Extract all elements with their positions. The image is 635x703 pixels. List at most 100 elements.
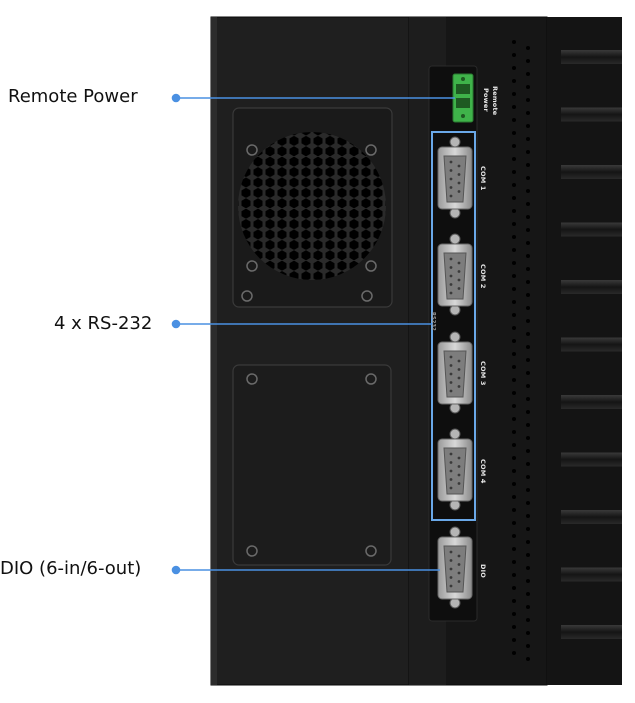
vent-hole bbox=[526, 605, 530, 609]
vent-hole bbox=[512, 144, 516, 148]
vent-hole bbox=[526, 176, 530, 180]
vent-hole bbox=[512, 157, 516, 161]
vent-hole bbox=[526, 501, 530, 505]
vent-hole bbox=[526, 254, 530, 258]
panel-label-rs232: RS232 bbox=[430, 312, 436, 331]
vent-hole bbox=[512, 612, 516, 616]
vent-hole bbox=[526, 514, 530, 518]
vent-hole bbox=[526, 59, 530, 63]
vent-hole bbox=[526, 449, 530, 453]
vent-hole bbox=[526, 540, 530, 544]
heatsink-fins bbox=[512, 40, 622, 661]
vent-hole bbox=[512, 53, 516, 57]
heatsink-fin bbox=[561, 107, 622, 122]
vent-hole bbox=[526, 293, 530, 297]
vent-hole bbox=[526, 332, 530, 336]
vent-hole bbox=[512, 40, 516, 44]
vent-hole bbox=[526, 72, 530, 76]
vent-hole bbox=[512, 261, 516, 265]
vent-hole bbox=[512, 391, 516, 395]
panel-label-com4: COM 4 bbox=[479, 459, 487, 484]
heatsink-fin bbox=[561, 395, 622, 409]
vent-hole bbox=[512, 560, 516, 564]
vent-hole bbox=[512, 339, 516, 343]
vent-hole bbox=[526, 475, 530, 479]
vent-hole bbox=[512, 105, 516, 109]
com-port-db9 bbox=[437, 136, 473, 219]
vent-hole bbox=[512, 118, 516, 122]
vent-hole bbox=[526, 319, 530, 323]
vent-hole bbox=[512, 313, 516, 317]
vent-hole bbox=[512, 430, 516, 434]
vent-hole bbox=[512, 482, 516, 486]
vent-hole bbox=[512, 378, 516, 382]
vent-hole bbox=[512, 599, 516, 603]
dio-port-db9 bbox=[437, 526, 473, 609]
vent-hole bbox=[512, 443, 516, 447]
vent-hole bbox=[526, 202, 530, 206]
panel-label-power: Power bbox=[482, 88, 490, 112]
vent-hole bbox=[526, 618, 530, 622]
vent-hole bbox=[526, 85, 530, 89]
vent-hole bbox=[512, 222, 516, 226]
vent-hole bbox=[526, 345, 530, 349]
heatsink-fin bbox=[561, 280, 622, 294]
vent-hole bbox=[526, 462, 530, 466]
vent-hole bbox=[526, 280, 530, 284]
vent-hole bbox=[512, 625, 516, 629]
vent-hole bbox=[512, 417, 516, 421]
callout-rs232: 4 x RS-232 bbox=[54, 313, 153, 334]
vent-hole bbox=[512, 508, 516, 512]
vent-hole bbox=[512, 404, 516, 408]
com-port-db9 bbox=[437, 331, 473, 414]
vent-hole bbox=[526, 267, 530, 271]
vent-hole bbox=[512, 92, 516, 96]
com-port-db9 bbox=[437, 428, 473, 511]
vent-hole bbox=[512, 456, 516, 460]
fan-screws bbox=[241, 144, 377, 302]
vent-hole bbox=[512, 495, 516, 499]
vent-hole bbox=[512, 326, 516, 330]
heatsink-fin bbox=[561, 625, 622, 639]
vent-hole bbox=[512, 521, 516, 525]
vent-hole bbox=[512, 235, 516, 239]
heatsink-fin bbox=[561, 222, 622, 237]
heatsink-fin bbox=[561, 452, 622, 467]
vent-hole bbox=[512, 183, 516, 187]
heatsink-fin bbox=[561, 165, 622, 179]
vent-hole bbox=[512, 287, 516, 291]
vent-hole bbox=[526, 163, 530, 167]
vent-hole bbox=[512, 66, 516, 70]
vent-hole bbox=[512, 170, 516, 174]
vent-hole bbox=[526, 150, 530, 154]
vent-hole bbox=[512, 79, 516, 83]
vent-hole bbox=[512, 638, 516, 642]
vent-hole bbox=[526, 592, 530, 596]
vent-hole bbox=[526, 423, 530, 427]
vent-hole bbox=[526, 137, 530, 141]
panel-label-com3: COM 3 bbox=[479, 361, 487, 386]
vent-hole bbox=[526, 436, 530, 440]
vent-hole bbox=[526, 579, 530, 583]
vent-hole bbox=[526, 98, 530, 102]
vent-hole bbox=[512, 651, 516, 655]
vent-hole bbox=[512, 469, 516, 473]
vent-hole bbox=[526, 644, 530, 648]
vent-hole bbox=[526, 488, 530, 492]
vent-hole bbox=[512, 586, 516, 590]
callout-dio: DIO (6-in/6-out) bbox=[0, 558, 142, 579]
callout-remote-power: Remote Power bbox=[8, 86, 138, 107]
fan-grille bbox=[238, 132, 386, 280]
db9-connectors bbox=[437, 136, 473, 609]
chassis-left-edge bbox=[211, 17, 217, 685]
vent-hole bbox=[526, 189, 530, 193]
vent-hole bbox=[526, 306, 530, 310]
vent-hole bbox=[512, 534, 516, 538]
vent-hole bbox=[512, 352, 516, 356]
vent-hole bbox=[526, 527, 530, 531]
vent-hole bbox=[526, 46, 530, 50]
vent-hole bbox=[512, 196, 516, 200]
vent-hole bbox=[526, 384, 530, 388]
rs232-highlight-box bbox=[431, 131, 476, 521]
